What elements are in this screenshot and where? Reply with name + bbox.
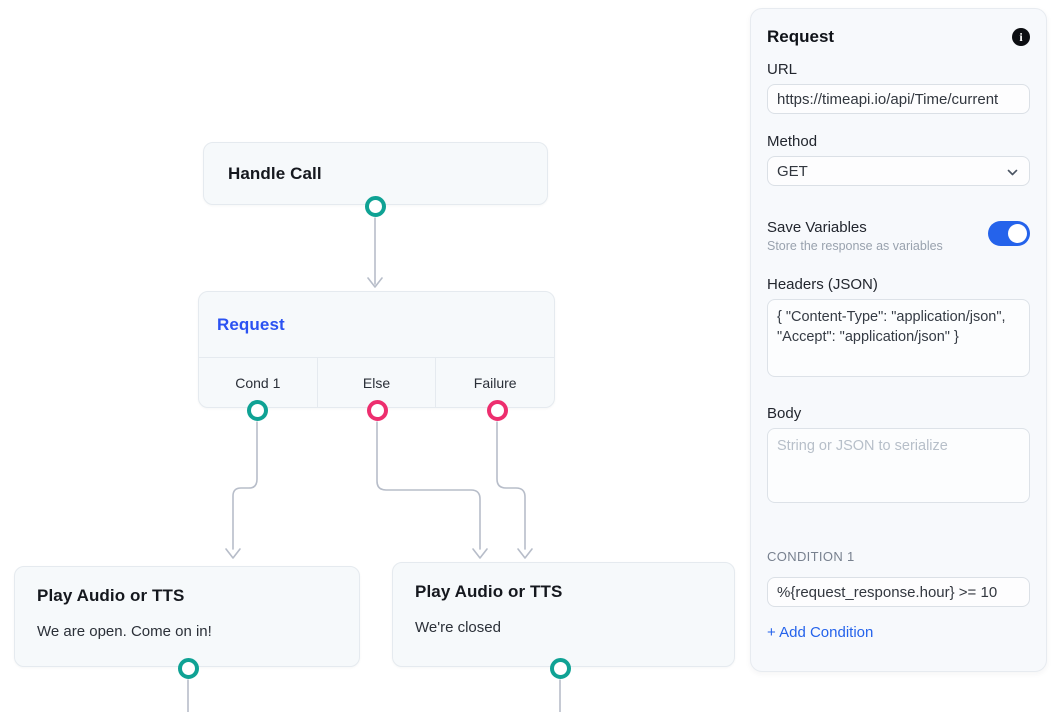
arrowhead-icon <box>517 548 533 559</box>
url-input[interactable] <box>767 84 1030 114</box>
port-handle-call-out[interactable] <box>365 196 386 217</box>
port-cond1-out[interactable] <box>247 400 268 421</box>
node-title: Play Audio or TTS <box>415 582 563 601</box>
arrowhead-icon <box>472 548 488 559</box>
node-title: Play Audio or TTS <box>37 586 185 605</box>
info-icon[interactable]: i <box>1012 28 1030 46</box>
save-variables-description: Store the response as variables <box>767 239 943 253</box>
body-textarea[interactable] <box>767 428 1030 503</box>
node-subtitle: We are open. Come on in! <box>37 623 212 640</box>
node-play-audio-open[interactable]: Play Audio or TTS We are open. Come on i… <box>14 566 360 667</box>
node-request-header: Request <box>199 292 554 358</box>
port-play-closed-out[interactable] <box>550 658 571 679</box>
edge-else-playclosed[interactable] <box>376 421 481 550</box>
port-play-open-out[interactable] <box>178 658 199 679</box>
add-condition-link[interactable]: + Add Condition <box>767 624 874 641</box>
edge-cond1-playopen[interactable] <box>232 421 258 550</box>
condition-1-input[interactable] <box>767 577 1030 607</box>
node-title: Handle Call <box>228 163 322 183</box>
port-label-cond1: Cond 1 <box>235 374 281 391</box>
port-label-else: Else <box>316 358 436 407</box>
body-label: Body <box>767 405 802 422</box>
headers-label: Headers (JSON) <box>767 276 878 293</box>
port-label-failure: Failure <box>435 358 554 407</box>
method-selected-value: GET <box>777 162 808 180</box>
node-play-audio-closed[interactable]: Play Audio or TTS We're closed <box>392 562 735 667</box>
method-label: Method <box>767 133 818 150</box>
panel-title: Request <box>767 27 835 46</box>
save-variables-label: Save Variables <box>767 219 867 236</box>
node-request-ports-row: Cond 1 Else Failure <box>199 358 554 407</box>
save-variables-toggle[interactable] <box>988 221 1030 246</box>
method-select[interactable]: GET <box>767 156 1030 186</box>
node-title: Request <box>217 314 285 334</box>
toggle-knob <box>1008 224 1027 243</box>
node-request[interactable]: Request Cond 1 Else Failure <box>198 291 555 408</box>
request-config-panel: Request i URL Method GET Save Variables … <box>750 8 1047 672</box>
arrowhead-icon <box>225 548 241 559</box>
port-failure-out[interactable] <box>487 400 508 421</box>
arrowhead-icon <box>367 277 383 288</box>
port-else-out[interactable] <box>367 400 388 421</box>
headers-textarea[interactable]: { "Content-Type": "application/json", "A… <box>767 299 1030 377</box>
node-subtitle: We're closed <box>415 619 501 636</box>
condition-1-label: CONDITION 1 <box>767 549 855 564</box>
chevron-down-icon <box>1007 169 1018 176</box>
edge-failure-playclosed[interactable] <box>496 421 526 550</box>
url-label: URL <box>767 61 798 78</box>
